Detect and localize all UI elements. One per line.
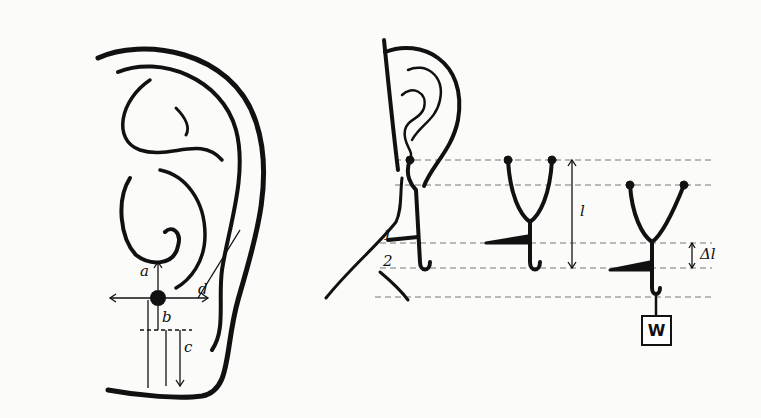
earring-bar (610, 262, 650, 270)
piercing-measures (110, 230, 240, 388)
earring-arms (630, 185, 684, 242)
arrow-head (110, 294, 116, 302)
earring-end (548, 156, 556, 164)
dimension-line (691, 243, 692, 268)
weight-box: W (641, 315, 672, 346)
measure-line (179, 330, 180, 386)
earring-end (626, 181, 634, 189)
earring-end (680, 181, 688, 189)
dashed-guide (375, 297, 712, 298)
jaw-line (380, 272, 408, 300)
dimension-arrows (568, 160, 695, 268)
ear-tragus (121, 178, 178, 262)
dimension-letter: c (184, 340, 192, 355)
arrow-head (689, 263, 695, 268)
weight-string (655, 296, 658, 315)
ear-concha (160, 170, 205, 288)
ear-antihelix (123, 80, 222, 160)
arrow-head (689, 243, 695, 248)
earring-stem (530, 222, 540, 270)
dimension-letter: b (162, 310, 172, 325)
ear-outline (98, 49, 264, 397)
measure-line (157, 262, 158, 290)
earring-worn (388, 156, 430, 270)
dimension-letter: a (140, 264, 149, 279)
ear-back (384, 40, 398, 170)
ear-inner-fold (176, 108, 188, 135)
measure-line (198, 230, 240, 298)
earring-end (504, 156, 512, 164)
weight-label: W (648, 321, 666, 340)
arrow-head (176, 380, 184, 386)
dimension-letter: 2 (383, 254, 393, 269)
dimension-letter: Δl (700, 247, 716, 262)
arrow-head (568, 262, 576, 268)
measure-line (157, 306, 158, 330)
earring-bar (486, 236, 528, 243)
small-ear (326, 40, 459, 300)
dimension-line (571, 160, 572, 268)
arrow-head (568, 160, 576, 166)
arrow-head (154, 262, 162, 268)
earring-arms (508, 160, 552, 222)
earring-loaded (610, 181, 688, 315)
ear-inner-fold (402, 90, 425, 160)
large-ear (98, 49, 264, 397)
dimension-letter: 1 (383, 228, 393, 243)
earring-end (406, 156, 414, 164)
earring-hook (408, 160, 430, 270)
dimension-letter: l (580, 204, 585, 219)
piercing-dot (150, 290, 166, 306)
dashed-guide (395, 185, 712, 186)
ear-helix (118, 66, 240, 350)
dimension-letter: d (198, 282, 208, 297)
dashed-guide (380, 243, 712, 244)
earring-stem (652, 242, 660, 294)
earring-rest (486, 156, 556, 270)
measure-line (165, 330, 166, 386)
measure-line (147, 300, 148, 388)
dashed-guide (140, 329, 192, 330)
